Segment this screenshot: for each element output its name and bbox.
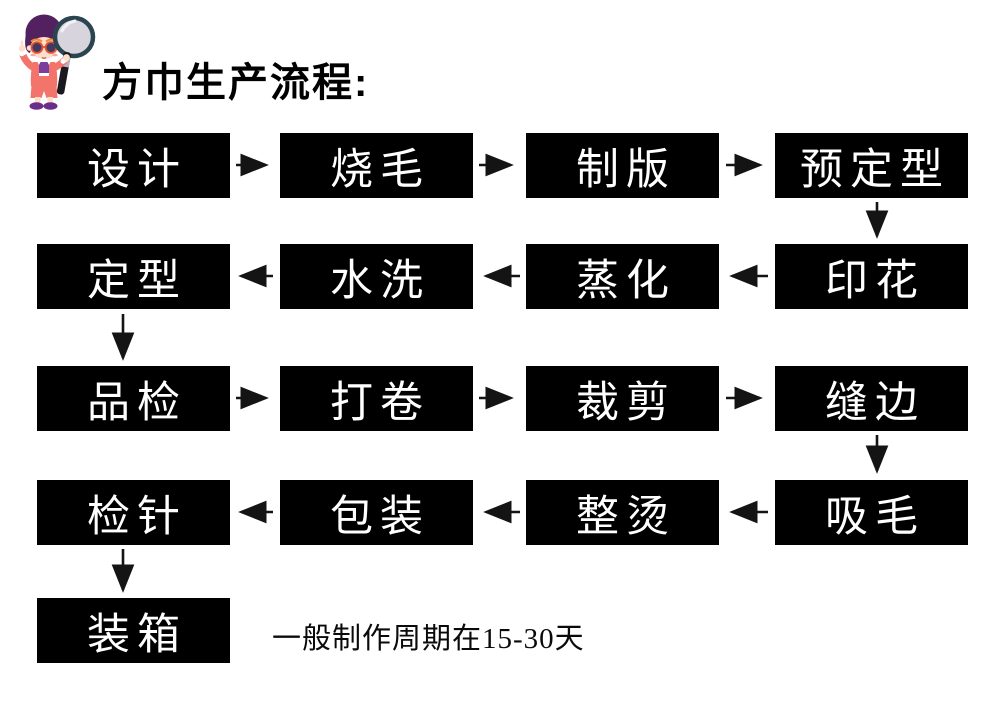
flow-step-rolling: 打卷 xyxy=(280,366,473,431)
flow-step-packing: 包装 xyxy=(280,480,473,545)
magnifying-glass-icon xyxy=(52,15,96,95)
flow-step-setting: 定型 xyxy=(37,244,230,309)
flow-step-boxing: 装箱 xyxy=(37,598,230,663)
flow-step-design: 设计 xyxy=(37,133,230,198)
production-cycle-note: 一般制作周期在15-30天 xyxy=(272,623,585,655)
flow-step-plate-making: 制版 xyxy=(526,133,719,198)
page-title: 方巾生产流程: xyxy=(102,61,370,105)
flow-step-steaming: 蒸化 xyxy=(526,244,719,309)
flow-step-cutting: 裁剪 xyxy=(526,366,719,431)
mascot-boy-with-magnifying-glass-icon xyxy=(18,14,96,110)
flow-step-washing: 水洗 xyxy=(280,244,473,309)
flow-step-printing: 印花 xyxy=(775,244,968,309)
flow-step-needle-inspection: 检针 xyxy=(37,480,230,545)
flow-step-hemming: 缝边 xyxy=(775,366,968,431)
flow-step-quality-inspection: 品检 xyxy=(37,366,230,431)
flow-step-ironing: 整烫 xyxy=(526,480,719,545)
flow-step-pre-setting: 预定型 xyxy=(775,133,968,198)
flow-step-singeing: 烧毛 xyxy=(280,133,473,198)
flow-step-lint-suction: 吸毛 xyxy=(775,480,968,545)
